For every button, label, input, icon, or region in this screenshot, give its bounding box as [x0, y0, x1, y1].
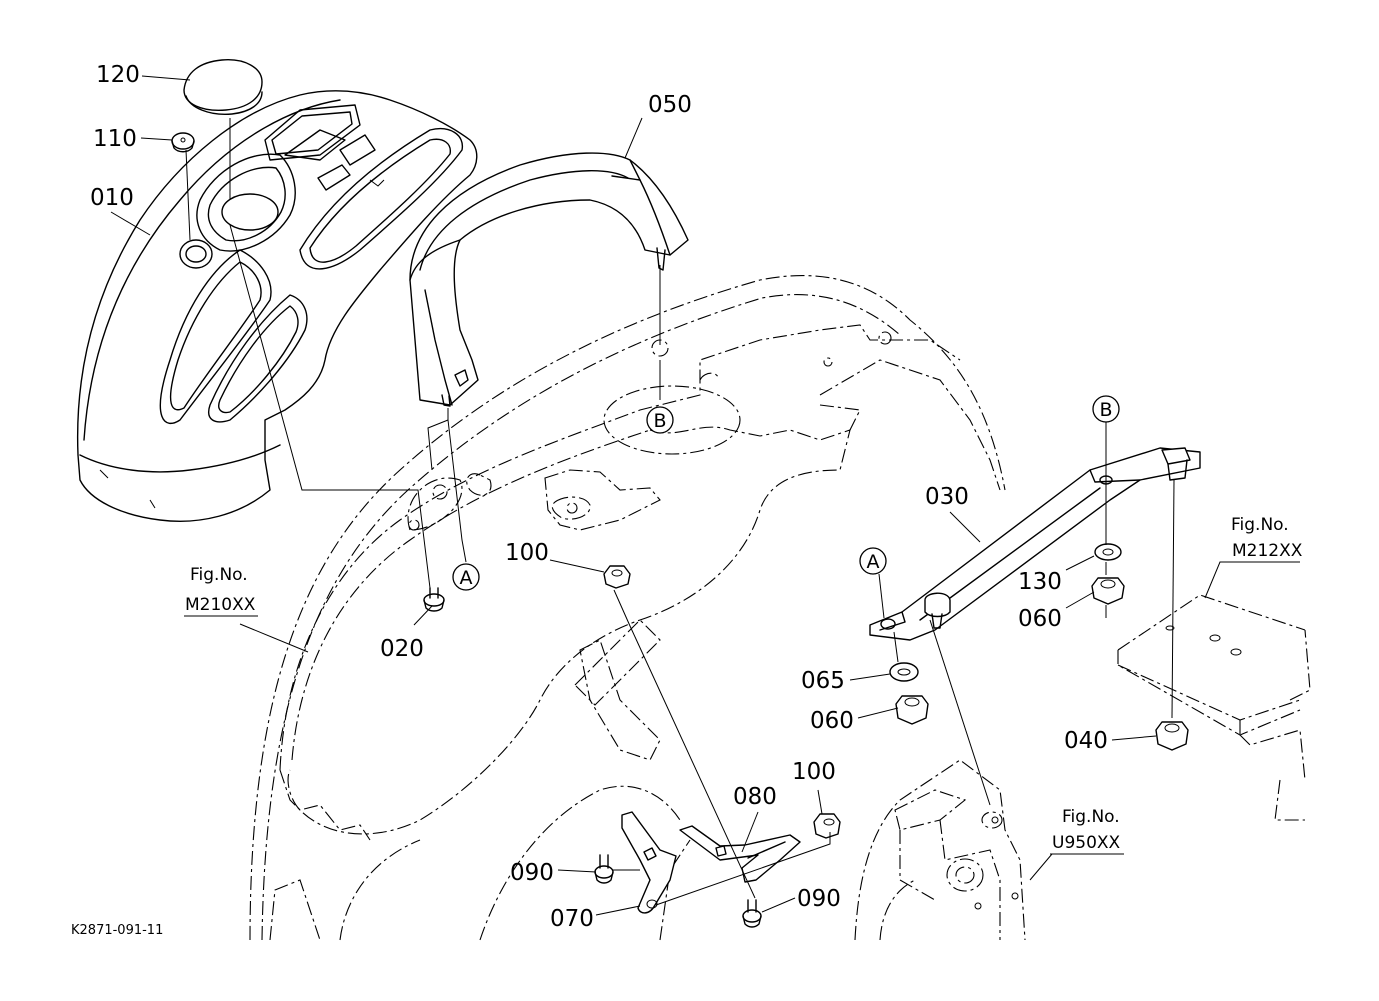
part-number-120: 120	[96, 62, 140, 88]
part-number-060-lower: 060	[810, 708, 854, 734]
part-number-090-right: 090	[797, 886, 841, 912]
part-number-100-right: 100	[792, 759, 836, 785]
svg-text:B: B	[1099, 399, 1112, 421]
ref-m212-outline	[1117, 594, 1311, 821]
svg-text:A: A	[867, 551, 880, 573]
bracket-070	[621, 811, 677, 914]
dashboard-cover	[76, 90, 478, 522]
part-number-050: 050	[648, 92, 692, 118]
handle-grip	[409, 152, 689, 407]
part-number-040: 040	[1064, 728, 1108, 754]
part-number-080: 080	[733, 784, 777, 810]
support-bracket	[869, 447, 1201, 641]
svg-text:M212XX: M212XX	[1232, 541, 1303, 561]
part-number-100-left: 100	[505, 540, 549, 566]
bolt-020	[423, 587, 445, 612]
plug-part	[171, 132, 195, 153]
part-number-090-left: 090	[510, 860, 554, 886]
svg-text:Fig.No.: Fig.No.	[1231, 515, 1289, 535]
ref-b-fender: B	[646, 406, 674, 434]
bolt-090-left	[594, 854, 614, 884]
part-number-030: 030	[925, 484, 969, 510]
fender-outline	[249, 275, 1006, 941]
svg-text:M210XX: M210XX	[185, 595, 256, 615]
part-number-130: 130	[1018, 569, 1062, 595]
cap-part	[183, 59, 263, 115]
part-number-110: 110	[93, 126, 137, 152]
svg-text:U950XX: U950XX	[1052, 833, 1121, 853]
part-number-070: 070	[550, 906, 594, 932]
ref-a-lower: A	[859, 547, 887, 575]
nut-100-left	[603, 565, 631, 589]
svg-text:A: A	[460, 567, 473, 589]
ref-a-upper: A	[452, 563, 480, 591]
bracket-080	[679, 825, 801, 883]
label-leaders	[110, 75, 1296, 916]
drawing-code: K2871-091-11	[71, 923, 163, 938]
nut-100-right	[813, 813, 841, 839]
fig-ref-m210: Fig.No. M210XX	[184, 565, 258, 617]
part-number-065: 065	[801, 668, 845, 694]
bolt-090-right	[742, 899, 762, 928]
svg-text:B: B	[653, 410, 666, 432]
ref-u950-outline	[854, 759, 1026, 941]
part-number-020: 020	[380, 636, 424, 662]
fasteners-bracket	[889, 543, 1189, 751]
part-number-010: 010	[90, 185, 134, 211]
fig-ref-m212: Fig.No. M212XX	[1226, 515, 1303, 563]
svg-text:Fig.No.: Fig.No.	[190, 565, 248, 585]
ref-b-bracket: B	[1092, 395, 1120, 423]
fig-ref-u950: Fig.No. U950XX	[1050, 807, 1124, 855]
svg-text:Fig.No.: Fig.No.	[1062, 807, 1120, 827]
part-number-060-upper: 060	[1018, 606, 1062, 632]
assembly-lines	[185, 118, 1175, 906]
